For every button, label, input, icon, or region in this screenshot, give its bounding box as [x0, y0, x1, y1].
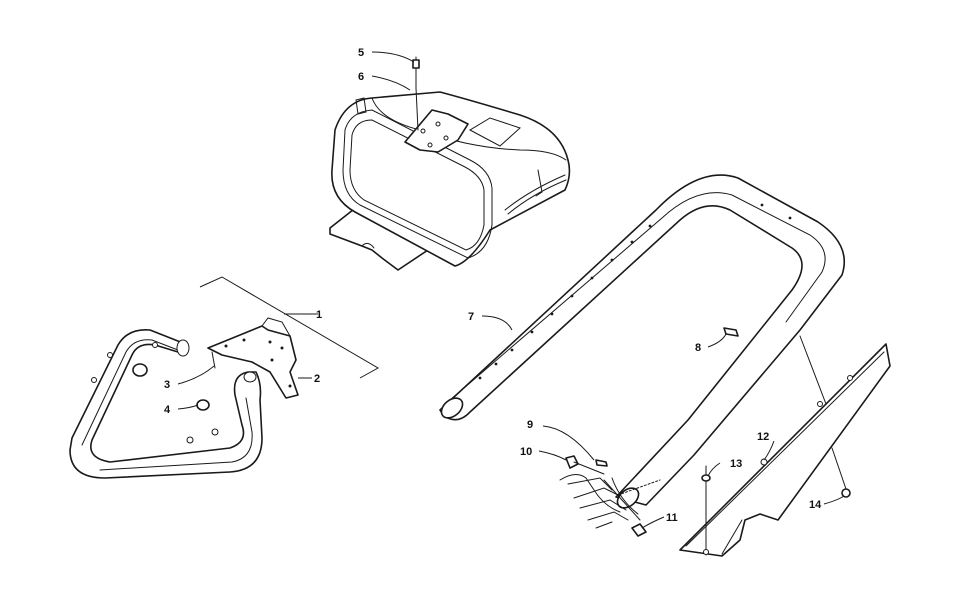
callout-numbers: 5 6 1 2 3 4 7 8 9 10 11 12 13 14 — [164, 47, 822, 524]
mounting-hardware — [559, 455, 661, 537]
callout-12: 12 — [757, 431, 769, 443]
bumper-assembly — [69, 276, 380, 479]
callout-6: 6 — [358, 71, 364, 83]
callout-2: 2 — [314, 373, 320, 385]
callout-7: 7 — [468, 311, 474, 323]
storage-bag — [329, 91, 571, 271]
callout-4: 4 — [164, 404, 171, 416]
callout-10: 10 — [520, 446, 532, 458]
callout-1: 1 — [316, 309, 322, 321]
callout-3: 3 — [164, 379, 170, 391]
callout-5: 5 — [358, 47, 364, 59]
fastener-13 — [701, 465, 711, 556]
nut-14 — [799, 335, 851, 498]
callout-9: 9 — [527, 419, 533, 431]
leader-lines — [177, 51, 845, 529]
side-rail — [679, 343, 891, 557]
fastener-5 — [412, 56, 420, 131]
callout-11: 11 — [666, 512, 678, 524]
callout-14: 14 — [809, 499, 822, 511]
frame-tube — [439, 174, 846, 509]
fastener-8 — [723, 327, 739, 337]
callout-13: 13 — [730, 458, 742, 470]
callout-8: 8 — [695, 342, 701, 354]
